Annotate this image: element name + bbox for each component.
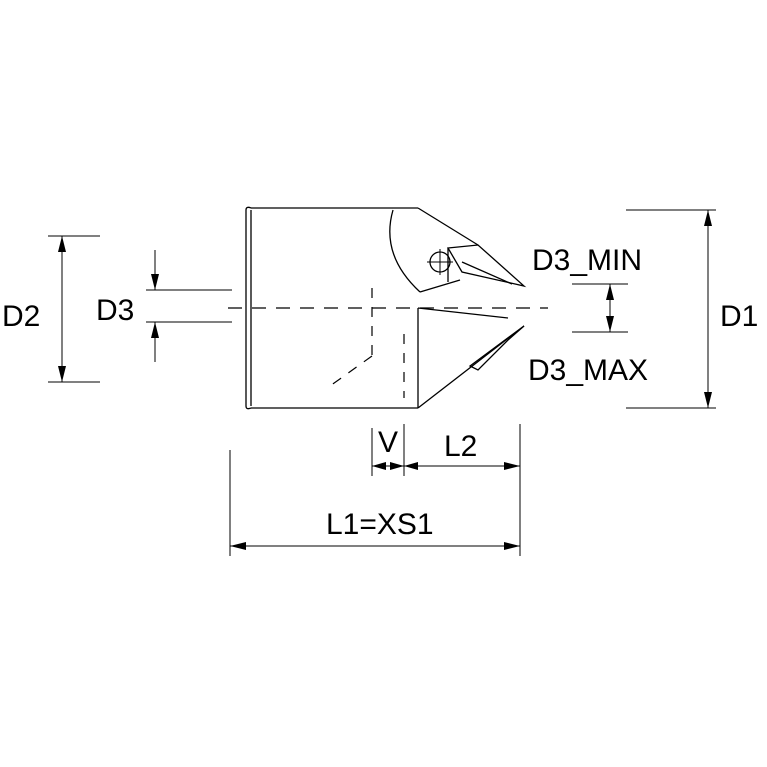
d3-arrow-bottom xyxy=(151,322,159,338)
d2-label: D2 xyxy=(2,300,40,333)
upper-insert xyxy=(446,244,527,288)
v-label: V xyxy=(378,426,398,459)
d1-arrow-bottom xyxy=(704,392,712,408)
d3-max-label: D3_MAX xyxy=(528,354,648,387)
dim-v-l2: V L2 xyxy=(371,424,521,556)
cone-upper-edge xyxy=(417,307,509,319)
d2-arrow-bottom xyxy=(58,366,66,382)
hidden-lines xyxy=(228,288,548,398)
flute-curve xyxy=(389,209,421,293)
upper-wedge-base xyxy=(419,279,461,293)
v-arrow-right xyxy=(390,462,404,470)
upper-wedge-top xyxy=(417,207,479,246)
lower-insert xyxy=(468,325,525,371)
dim-d1: D1 xyxy=(626,209,758,409)
l2-arrow-right xyxy=(504,462,520,470)
d3-min-label: D3_MIN xyxy=(532,244,642,277)
dim-l1: L1=XS1 xyxy=(229,450,520,556)
hidden-bore-diagonal xyxy=(329,355,373,387)
d3range-arrow-top xyxy=(606,284,614,300)
dim-d2: D2 xyxy=(2,235,100,383)
l1-label: L1=XS1 xyxy=(326,508,434,541)
d3-arrow-top xyxy=(151,274,159,290)
upper-insert-inner xyxy=(461,261,513,285)
tool-body xyxy=(245,206,527,410)
l2-arrow-left xyxy=(404,462,418,470)
l1-arrow-left xyxy=(230,542,246,550)
shank-chamfer-top xyxy=(245,206,252,211)
d1-label: D1 xyxy=(720,300,758,333)
dim-d3: D3 xyxy=(96,250,232,362)
d3-label: D3 xyxy=(96,294,134,327)
l2-label: L2 xyxy=(444,430,477,463)
shank-chamfer-bottom xyxy=(245,405,252,410)
d1-arrow-top xyxy=(704,210,712,226)
d3range-arrow-bottom xyxy=(606,316,614,332)
d2-arrow-top xyxy=(58,236,66,252)
dim-d3-range: D3_MIN D3_MAX xyxy=(528,244,648,387)
l1-arrow-right xyxy=(504,542,520,550)
v-arrow-left xyxy=(372,462,386,470)
